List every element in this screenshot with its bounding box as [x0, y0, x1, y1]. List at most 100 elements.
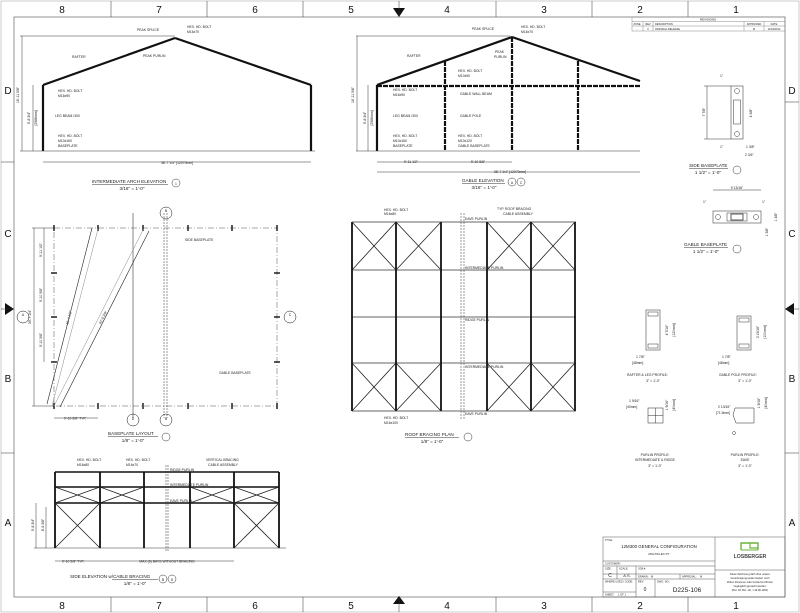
- zone-col-top: 8: [59, 5, 65, 16]
- profile-purlin-ir-scale: 3" = 1'-0": [648, 464, 663, 468]
- tb-notice-line: (Par. 18, Bst. 1/b, v.19.06.1901): [732, 588, 769, 592]
- tb-drawn: M: [651, 575, 653, 579]
- arch-label-peak-bolt: HEX. HD. BOLT: [187, 25, 211, 29]
- profile-rafter-title: RAFTER & LEG PROFILE:: [627, 373, 668, 377]
- gable-baseplate-left-dim: 1": [703, 200, 707, 204]
- revisions-cell: -: [637, 28, 638, 31]
- side-label-bolt1-size: M16x80: [77, 463, 89, 467]
- gable-baseplate-title: GABLE BASEPLATE: [684, 242, 727, 247]
- section-mark-label: D: [132, 417, 135, 421]
- section-mark-b: B: [159, 206, 173, 220]
- profile-eave-sub: EAVE: [741, 458, 751, 462]
- tb-approval-label: APPROVAL:: [682, 575, 697, 579]
- gable-label-peak-purlin-2: PURLIN: [494, 55, 507, 59]
- side-baseplate-w2-dim: 2 3/4": [745, 153, 755, 157]
- side-baseplate-bottom-dim: 1": [720, 145, 724, 149]
- arch-label-peak-bolt-size: M16x70: [187, 30, 199, 34]
- profile-gable-w-dim: 1 7/8": [722, 355, 732, 359]
- layout-d1-dim: 9'-11 1/2": [39, 242, 43, 257]
- section-mark-label: A: [22, 313, 25, 317]
- tb-sheet: 1 OF 1: [618, 593, 626, 597]
- revisions-cell: 11/04/2014: [768, 27, 781, 31]
- profile-gable-wmm-dim: [48mm]: [718, 361, 729, 365]
- tb-notice-line: dritten Personen oder Konkurrenzfirmen: [727, 580, 774, 584]
- side-label-bolt2-size: M16x70: [126, 463, 138, 467]
- roof-label-intermediate-purlin-bottom: INTERMEDIATE PURLIN: [465, 365, 504, 369]
- profile-gable-scale: 3" = 1'-0": [738, 379, 753, 383]
- gable-eave-height-dim: 9'-8 3/4": [363, 111, 367, 124]
- gable-title: GABLE ELEVATION: [462, 178, 504, 183]
- revisions-cell: 0: [647, 27, 649, 31]
- tb-customer-label: CUSTOMER:: [605, 562, 621, 566]
- side-h2-dim: 8'-6 3/8": [41, 518, 45, 531]
- intermediate-arch-elevation: 16'-11 5/8" 9'-8 3/4" [2988mm] 38'-7 1/4…: [16, 25, 315, 191]
- tb-approval: M: [700, 575, 702, 579]
- side-scale: 1/8" = 1'-0": [124, 581, 147, 586]
- arch-label-eave-bolt-size: M16x90: [58, 94, 70, 98]
- layout-scale: 1/8" = 1'-0": [122, 438, 145, 443]
- zone-col-bottom: 7: [156, 601, 162, 612]
- zone-row-right: B: [789, 374, 796, 385]
- arch-label-base-bolt-size: M10x160: [58, 139, 72, 143]
- section-mark-b-bottom: B: [159, 413, 173, 427]
- zone-labels: 8 7 6 5 4 3 2 1 8 7 6 5 4 3 2 1 D C B A …: [4, 5, 795, 612]
- profile-rafter-hmm-dim: [120mm]: [672, 323, 676, 336]
- tb-subtitle: MULTIFLEX PT: [649, 552, 670, 556]
- roof-label-bolt-top-size: M16x80: [384, 212, 396, 216]
- roof-label-bolt-bottom-size: M16x100: [384, 421, 398, 425]
- tb-rev-label: REV:: [638, 580, 644, 584]
- zone-col-top: 2: [637, 5, 643, 16]
- arch-label-peak-purlin: PEAK PURLIN: [143, 54, 166, 58]
- gable-callout: A: [511, 181, 514, 185]
- zone-col-bottom: 3: [541, 601, 547, 612]
- profile-purlin-ir: 1 9/16" [40mm] 1 9/16" [40mm] PURLIN PRO…: [626, 399, 676, 468]
- arch-label-base-bolt: HEX. HD. BOLT: [58, 134, 82, 138]
- tb-job-label: JOB #:: [638, 567, 646, 571]
- zone-col-top: 1: [733, 5, 739, 16]
- arch-eave-height-dim: 9'-8 3/4": [27, 111, 31, 124]
- gable-span-dim: 38'-7 1/4" [12070mm]: [494, 170, 526, 174]
- side-label-vbrace: VERTICAL BRACING: [206, 458, 239, 462]
- roof-scale: 1/8" = 1'-0": [421, 439, 444, 444]
- zone-col-bottom: 2: [637, 601, 643, 612]
- layout-diag2-dim: 43'-9 3/8": [98, 310, 108, 325]
- gable-label-peak-bolt: HEX. HD. BOLT: [521, 25, 545, 29]
- profile-rafter-w-dim: 1 7/8": [636, 355, 646, 359]
- arch-label-rafter: RAFTER: [72, 55, 86, 59]
- gable-label-gable-wall-beam: GABLE WALL BEAM: [460, 92, 492, 96]
- tb-rev: 0: [644, 587, 647, 593]
- arch-total-height-dim: 16'-11 5/8": [16, 86, 20, 103]
- tb-scale: A.S.: [623, 573, 631, 578]
- profile-eave-title: PURLIN PROFILE:: [731, 453, 760, 457]
- side-bay-dim: 9'-10 5/8" TYP.: [62, 560, 85, 564]
- profile-gable-hmm-dim: [100mm]: [763, 325, 767, 338]
- roof-label-bolt-top: HEX. HD. BOLT: [384, 208, 408, 212]
- side-label-ridge-purlin: RIDGE PURLIN: [170, 468, 195, 472]
- gable-label-peak-purlin: PEAK: [495, 50, 505, 54]
- profile-purlin-hmm-dim: [40mm]: [672, 399, 676, 410]
- roof-label-eave-purlin-bottom: EAVE PURLIN: [465, 412, 488, 416]
- revisions-cell: M: [753, 27, 755, 31]
- revisions-title: REVISIONS: [700, 18, 716, 22]
- revisions-header: DESCRIPTION: [655, 22, 673, 26]
- side-callout: B: [162, 578, 165, 582]
- gable-baseplate-right-dim: 1": [762, 200, 766, 204]
- side-label-vbrace-2: CABLE ASSEMBLY: [208, 463, 239, 467]
- side-elevation: 9'-8 3/4" 8'-6 3/8" 9'-10 5/8" TYP. MAX …: [31, 458, 286, 586]
- gable-label-peak-splice: PEAK SPLICE: [472, 27, 495, 31]
- profile-purlin-ir-sub: INTERMEDIATE & RIDGE: [635, 458, 676, 462]
- side-baseplate-title: SIDE BASEPLATE: [689, 163, 727, 168]
- revisions-table: REVISIONS ZONE REV DESCRIPTION APPROVED …: [631, 16, 786, 32]
- gable-label-eave-bolt-size: M16x90: [393, 93, 405, 97]
- tb-size: C: [608, 573, 612, 579]
- profile-rafter-leg: 4 7/16" [120mm] 1 7/8" [48mm] RAFTER & L…: [627, 309, 676, 383]
- arch-label-eave-bolt: HEX. HD. BOLT: [58, 89, 82, 93]
- roof-bracing-plan: HEX. HD. BOLT M16x80 TYP. ROOF BRACING C…: [351, 207, 576, 444]
- profile-purlin-wmm-dim: [40mm]: [626, 405, 637, 409]
- gable-label-eave-bolt: HEX. HD. BOLT: [393, 88, 417, 92]
- side-max-bays-dim: MAX (6) BAYS WITHOUT BRACING: [139, 560, 195, 564]
- side-baseplate-slot-dim: 4 3/8": [749, 108, 753, 118]
- zone-col-bottom: 1: [733, 601, 739, 612]
- gable-label-mid-bolt-size: M10x90: [458, 74, 470, 78]
